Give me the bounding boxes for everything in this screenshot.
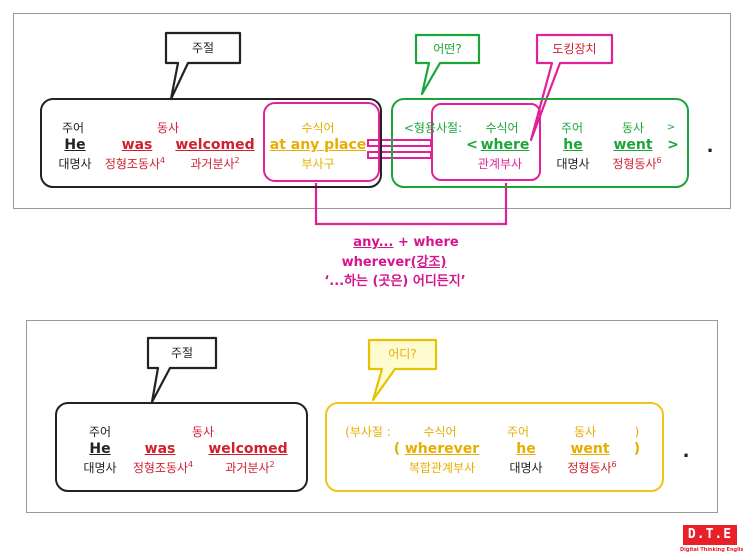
- subject-label-2: 주어: [88, 425, 112, 439]
- aux-verb-word: was: [121, 137, 153, 153]
- sentence-period: .: [706, 136, 714, 157]
- aux-verb-pos-2: 정형조동사4: [132, 460, 194, 475]
- subject-pos-2: 대명사: [83, 461, 117, 475]
- clause-verb-word: went: [613, 137, 653, 153]
- which-callout-shape: [414, 33, 481, 96]
- verb-label: 동사: [156, 121, 180, 135]
- clause-verb-label: 동사: [621, 121, 645, 135]
- note-line-3: ‘...하는 (곳은) 어디든지’: [324, 274, 466, 289]
- note-plus-where: + where: [397, 235, 459, 250]
- compound-relative-word: wherever: [404, 441, 480, 457]
- note-wherever: wherever: [341, 255, 411, 270]
- modifier-label: 수식어: [301, 121, 335, 135]
- clause-subject-label: 주어: [560, 121, 584, 135]
- sentence-period-2: .: [682, 441, 690, 462]
- subject-pos: 대명사: [58, 157, 92, 171]
- modifier-pos: 부사구: [301, 157, 335, 171]
- clause-verb-pos: 정형동사6: [612, 156, 662, 171]
- adverb-verb-close: ): [634, 425, 640, 439]
- subject-word: He: [64, 137, 86, 153]
- docking-callout-shape: [529, 33, 614, 142]
- where-callout: 어디?: [388, 347, 417, 361]
- adverb-verb-label: 동사: [573, 425, 597, 439]
- note-line-1: any... + where: [353, 236, 458, 249]
- close-paren: ): [633, 441, 641, 457]
- relative-adverb-pos: 관계부사: [477, 157, 523, 171]
- relative-adverb-word: where: [480, 137, 530, 153]
- past-participle-pos: 과거분사2: [190, 156, 240, 171]
- adverb-verb-word: went: [570, 441, 610, 457]
- note-emphasis: (강조): [410, 255, 447, 270]
- past-participle-word: welcomed: [175, 137, 255, 153]
- subject-word-2: He: [89, 441, 111, 457]
- adverb-mod-label: 수식어: [423, 425, 457, 439]
- clause-subject-pos: 대명사: [556, 157, 590, 171]
- verb-label-2: 동사: [191, 425, 215, 439]
- adverb-clause-box: [325, 402, 664, 492]
- open-bracket: <: [466, 137, 478, 153]
- main-clause-callout: 주절: [191, 41, 215, 55]
- main-clause-box-2: [55, 402, 308, 492]
- main-clause-callout-2: 주절: [170, 346, 194, 360]
- which-callout: 어떤?: [433, 42, 462, 56]
- modifier-word: at any place: [269, 137, 367, 153]
- adverb-subject-word: he: [516, 441, 536, 457]
- aux-verb-word-2: was: [144, 441, 176, 457]
- note-any: any...: [353, 235, 394, 250]
- adverb-verb-pos: 정형동사6: [567, 460, 617, 475]
- open-paren: (: [393, 441, 401, 457]
- adverb-subject-pos: 대명사: [509, 461, 543, 475]
- close-bracket: >: [667, 137, 679, 153]
- adjective-clause-box: [391, 98, 689, 188]
- past-participle-word-2: welcomed: [208, 441, 288, 457]
- main-clause-box: [40, 98, 382, 188]
- clause-verb-close: >: [666, 122, 676, 133]
- connector-bracket: [314, 183, 508, 226]
- adverb-clause-label: (부사절 :: [345, 425, 391, 439]
- modifier-box: [263, 102, 380, 182]
- logo-mark: D.T.E: [683, 525, 737, 545]
- clause-subject-word: he: [563, 137, 583, 153]
- docking-callout: 도킹장치: [552, 42, 597, 56]
- main-clause-callout-shape: [164, 31, 242, 101]
- adjective-clause-label: <형용사절:: [403, 121, 463, 135]
- dte-logo: D.T.E Digital Thinking English: [680, 525, 743, 555]
- logo-tagline: Digital Thinking English: [680, 547, 743, 553]
- relative-mod-label: 수식어: [485, 121, 519, 135]
- aux-verb-pos: 정형조동사4: [104, 156, 166, 171]
- note-line-2: wherever(강조): [342, 256, 447, 269]
- compound-relative-pos: 복합관계부사: [408, 461, 476, 475]
- adverb-subject-label: 주어: [506, 425, 530, 439]
- subject-label: 주어: [61, 121, 85, 135]
- past-participle-pos-2: 과거분사2: [225, 460, 275, 475]
- relative-adverb-box: [431, 103, 541, 181]
